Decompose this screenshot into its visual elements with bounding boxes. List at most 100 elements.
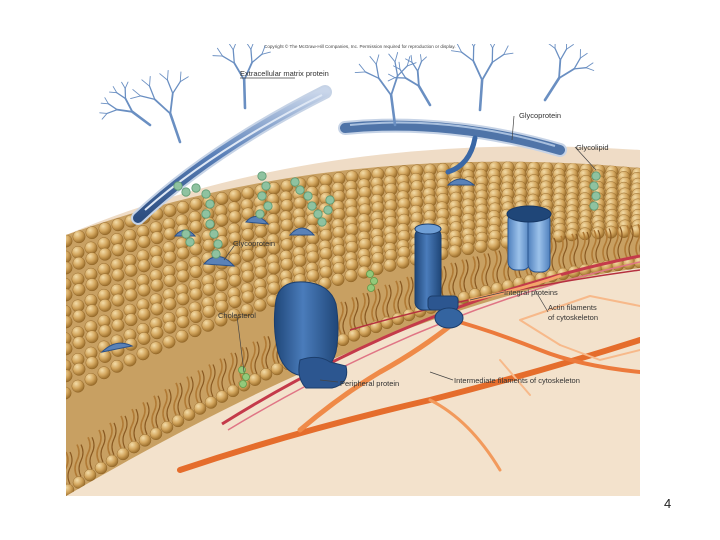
phospholipid-head — [149, 341, 163, 355]
copyright-notice: Copyright © The McGraw-Hill Companies, I… — [264, 43, 456, 49]
phospholipid-head — [370, 262, 384, 276]
phospholipid-head — [72, 336, 86, 350]
phospholipid-head — [396, 255, 410, 269]
actin-filament — [227, 261, 640, 431]
phospholipid-head — [189, 197, 203, 211]
phospholipid-tail — [206, 364, 216, 397]
phospholipid-head — [175, 329, 189, 343]
phospholipid-tail — [647, 223, 655, 255]
phospholipid-head-inner — [94, 461, 108, 475]
phospholipid-tail — [129, 408, 139, 442]
phospholipid-head — [163, 227, 177, 241]
phospholipid-head — [137, 307, 151, 321]
sugar-chain — [290, 177, 335, 227]
phospholipid-head — [71, 246, 85, 259]
phospholipid-head — [228, 252, 242, 266]
phospholipid-head — [72, 309, 86, 323]
phospholipid-head — [201, 318, 215, 332]
phospholipid-head — [85, 304, 99, 318]
phospholipid-tail — [602, 228, 612, 261]
label-glycolipid: Glycolipid — [576, 143, 609, 152]
label-glycoprotein-left: Glycoprotein — [233, 239, 275, 248]
phospholipid-head — [66, 288, 73, 302]
phospholipid-tail — [481, 253, 491, 286]
phospholipid-head — [72, 230, 86, 244]
phospholipid-tail — [624, 225, 634, 258]
sugar-chain — [173, 181, 223, 259]
phospholipid-tail — [492, 250, 502, 283]
phospholipid-head — [66, 304, 72, 318]
phospholipid-head — [254, 286, 268, 299]
phospholipid-tail — [195, 370, 205, 403]
phospholipid-tail — [558, 235, 568, 269]
phospholipid-tail — [107, 422, 117, 456]
glycoprotein-stalk — [445, 135, 478, 175]
phospholipid-head — [111, 218, 125, 232]
phospholipid-head — [137, 332, 151, 345]
phospholipid-tail — [404, 276, 414, 310]
phospholipid-head-inner — [83, 469, 97, 482]
phospholipid-head — [215, 213, 229, 227]
phospholipid-head — [150, 278, 164, 292]
phospholipid-head — [150, 231, 164, 245]
phospholipid-head — [150, 302, 164, 316]
phospholipid-head — [630, 224, 640, 238]
phospholipid-head — [241, 186, 255, 200]
phospholipid-head-inner — [391, 312, 405, 326]
phospholipid-head — [306, 269, 320, 283]
phospholipid-head — [162, 335, 176, 349]
phospholipid-head-inner — [270, 362, 284, 376]
label-peripheral-protein: Peripheral protein — [340, 379, 399, 388]
phospholipid-head — [189, 310, 203, 323]
phospholipid-head — [214, 313, 228, 327]
phospholipid-head-inner — [193, 402, 207, 415]
phospholipid-tail — [228, 352, 238, 386]
phospholipid-head — [98, 222, 112, 236]
phospholipid-head — [98, 247, 112, 261]
phospholipid-head — [66, 359, 72, 373]
phospholipid-head — [150, 326, 164, 340]
sugar-chain — [589, 171, 601, 211]
phospholipid-head — [188, 324, 202, 338]
phospholipid-head — [591, 226, 605, 240]
phospholipid-head — [306, 250, 320, 264]
phospholipid-tail — [459, 259, 469, 292]
phospholipid-head — [448, 244, 462, 258]
phospholipid-tail — [173, 382, 183, 416]
phospholipid-head-inner — [248, 373, 262, 386]
phospholipid-head — [345, 258, 359, 272]
phospholipid-head — [123, 353, 137, 367]
phospholipid-head — [176, 200, 190, 214]
phospholipid-head-inner — [347, 329, 361, 342]
phospholipid-head — [202, 305, 216, 318]
phospholipid-tail — [85, 436, 95, 470]
page-number: 4 — [664, 496, 672, 511]
actin-filament — [221, 254, 640, 426]
phospholipid-head — [319, 247, 333, 261]
phospholipid-head — [189, 265, 203, 279]
phospholipid-head — [644, 194, 656, 206]
phospholipid-head — [280, 218, 294, 232]
phospholipid-head — [267, 261, 281, 275]
phospholipid-head — [66, 342, 73, 356]
phospholipid-head-inner — [215, 390, 229, 403]
phospholipid-head-inner — [259, 368, 273, 381]
phospholipid-head-inner — [138, 434, 152, 447]
phospholipid-head — [111, 293, 125, 307]
phospholipid-head — [241, 290, 255, 304]
phospholipid-tail — [66, 451, 73, 485]
phospholipid-head — [98, 298, 112, 312]
phospholipid-head-inner — [116, 447, 130, 461]
phospholipid-head-inner — [171, 414, 185, 428]
phospholipid-head — [137, 283, 151, 297]
phospholipid-head — [66, 369, 73, 383]
phospholipid-head — [267, 221, 281, 235]
peripheral-protein — [273, 281, 348, 389]
phospholipid-head-inner — [160, 421, 174, 434]
phospholipid-head — [97, 366, 111, 380]
phospholipid-head — [280, 199, 294, 213]
integral-protein-dimer — [506, 205, 552, 273]
phospholipid-head — [72, 256, 86, 270]
phospholipid-tail — [613, 226, 623, 260]
phospholipid-head — [66, 315, 73, 329]
